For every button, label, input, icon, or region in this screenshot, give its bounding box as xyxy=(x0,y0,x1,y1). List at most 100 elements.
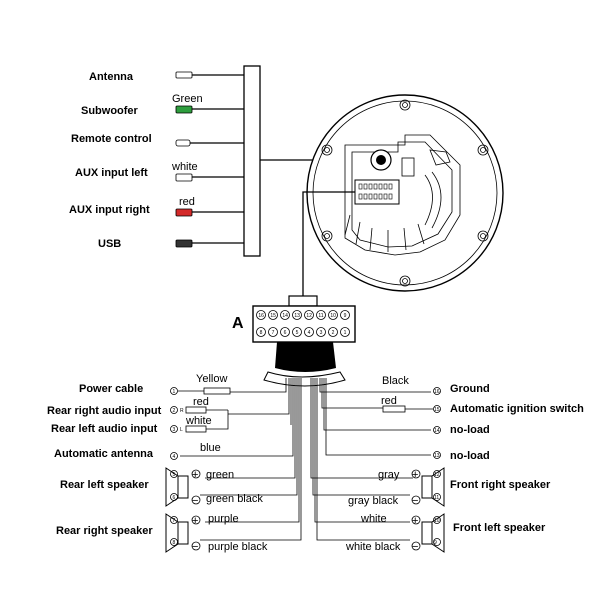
connector-pin-number: 6 xyxy=(284,330,287,336)
front-left-plus-wire: white xyxy=(360,513,387,525)
svg-text:+: + xyxy=(192,515,198,527)
connector-pin-number: 7 xyxy=(272,330,275,336)
connector-board xyxy=(243,65,261,257)
top-connector-antenna: Antenna xyxy=(89,71,244,83)
connector-pin xyxy=(304,310,314,320)
svg-text:4: 4 xyxy=(173,454,176,460)
speaker-rear-left: Rear left speaker + green 6 − green blac… xyxy=(60,467,263,507)
connector-pin xyxy=(340,327,350,337)
svg-text:6: 6 xyxy=(173,495,176,501)
connector-pin xyxy=(292,310,302,320)
connector-pin xyxy=(268,310,278,320)
connector-pin-number: 1 xyxy=(344,330,347,336)
ground-wire: Black xyxy=(382,375,409,387)
connector-pin xyxy=(280,310,290,320)
top-connector-aux-right: AUX input right red xyxy=(69,196,244,217)
plus-terminal-icon xyxy=(411,469,421,479)
connector-pin xyxy=(328,327,338,337)
connector-pin xyxy=(340,310,350,320)
rear-right-speaker-label: Rear right speaker xyxy=(56,525,153,537)
speaker-icon xyxy=(421,521,433,545)
connector-pin xyxy=(268,327,278,337)
minus-terminal-icon xyxy=(191,495,201,505)
round-unit-drawing xyxy=(306,94,504,292)
harness-right: Black 16 Ground red 15 Automatic ignitio… xyxy=(381,375,584,462)
connector-a-label: A xyxy=(232,315,244,332)
front-right-plus-wire: gray xyxy=(378,469,400,481)
minus-terminal-icon xyxy=(411,495,421,505)
connector-pin-number: 3 xyxy=(320,330,323,336)
rca-plug-icon xyxy=(185,425,207,433)
automatic-antenna-label: Automatic antenna xyxy=(54,448,154,460)
svg-text:5: 5 xyxy=(173,472,176,478)
svg-text:14: 14 xyxy=(434,428,440,434)
svg-text:+: + xyxy=(412,515,418,527)
top-connector-remote: Remote control xyxy=(71,133,244,147)
rear-right-audio-wire: red xyxy=(193,396,209,408)
svg-text:−: − xyxy=(412,495,418,507)
rear-left-minus-wire: green black xyxy=(206,493,263,505)
speaker-icon xyxy=(177,475,189,499)
speaker-front-right: gray + gray black − 11 Front right speak… xyxy=(348,467,551,507)
power-cable-label: Power cable xyxy=(79,383,143,395)
rear-left-speaker-label: Rear left speaker xyxy=(60,479,149,491)
plus-terminal-icon xyxy=(191,469,201,479)
connector-pin-number: 2 xyxy=(332,330,335,336)
connector-pin-number: 16 xyxy=(258,313,264,319)
connector-pin xyxy=(292,327,302,337)
svg-text:10: 10 xyxy=(434,518,440,524)
svg-text:+: + xyxy=(192,469,198,481)
remote-plug-icon xyxy=(175,139,191,147)
connector-pin xyxy=(328,310,338,320)
minus-terminal-icon xyxy=(191,541,201,551)
svg-text:−: − xyxy=(192,495,198,507)
svg-text:12: 12 xyxy=(434,472,440,478)
connector-pin-number: 8 xyxy=(260,330,263,336)
svg-text:11: 11 xyxy=(434,495,439,501)
connector-pin xyxy=(316,310,326,320)
aux-right-plug-icon xyxy=(175,208,193,217)
top-connector-aux-left: AUX input left white xyxy=(75,161,244,182)
remote-control-label: Remote control xyxy=(71,133,152,145)
rear-left-audio-wire: white xyxy=(185,415,212,427)
connector-pin xyxy=(256,310,266,320)
connector-a xyxy=(252,305,356,343)
front-right-speaker-label: Front right speaker xyxy=(450,479,551,491)
aux-left-wire-label: white xyxy=(171,161,198,173)
ignition-wire: red xyxy=(381,395,397,407)
svg-text:16: 16 xyxy=(434,389,440,395)
aux-right-wire-label: red xyxy=(179,196,195,208)
connector-pin xyxy=(280,327,290,337)
svg-text:15: 15 xyxy=(434,407,440,413)
connector-pin xyxy=(256,327,266,337)
fuse-icon xyxy=(382,405,406,413)
svg-text:3: 3 xyxy=(173,427,176,433)
wire-bundle xyxy=(275,342,336,372)
connector-pin-number: 5 xyxy=(296,330,299,336)
svg-text:−: − xyxy=(412,541,418,553)
svg-text:−: − xyxy=(192,541,198,553)
rear-right-minus-wire: purple black xyxy=(208,541,268,553)
connector-pin-number: 13 xyxy=(294,313,300,319)
aux-left-plug-icon xyxy=(175,173,193,182)
top-connector-usb: USB xyxy=(98,238,244,250)
speaker-pin-markers: 5 7 12 10 xyxy=(170,470,441,524)
svg-text:7: 7 xyxy=(173,518,176,524)
connector-pin xyxy=(304,327,314,337)
svg-text:9: 9 xyxy=(434,540,437,546)
svg-text:R: R xyxy=(180,408,184,414)
front-right-minus-wire: gray black xyxy=(348,495,399,507)
antenna-plug-icon xyxy=(175,71,193,79)
usb-plug-icon xyxy=(175,239,193,248)
connector-pin-number: 15 xyxy=(270,313,276,319)
speaker-icon xyxy=(421,475,433,499)
harness-wires xyxy=(180,378,431,541)
subwoofer-wire-label: Green xyxy=(172,93,203,105)
minus-terminal-icon xyxy=(411,541,421,551)
usb-label: USB xyxy=(98,238,121,250)
connector-pin-number: 9 xyxy=(344,313,347,319)
rear-right-plus-wire: purple xyxy=(208,513,239,525)
svg-text:+: + xyxy=(412,469,418,481)
